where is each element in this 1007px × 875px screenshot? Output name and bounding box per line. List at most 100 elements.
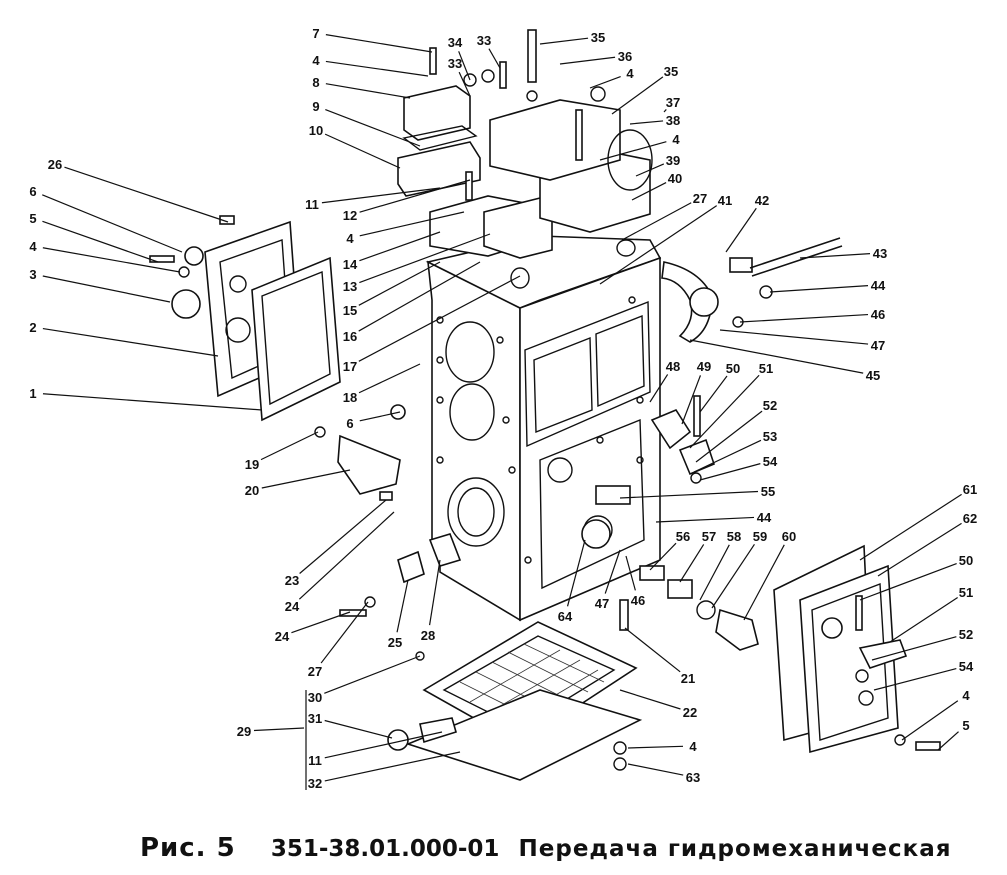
callout-label-c32: 32 bbox=[308, 776, 322, 791]
callout-label-c10: 10 bbox=[309, 123, 323, 138]
caption-figure-number: Рис. 5 bbox=[140, 833, 236, 863]
callout-label-c14: 14 bbox=[343, 257, 358, 272]
strainer-20 bbox=[337, 434, 401, 495]
callout-label-c4b: 4 bbox=[626, 66, 634, 81]
callout-label-c52b: 52 bbox=[959, 627, 973, 642]
callout-label-c63: 63 bbox=[686, 770, 700, 785]
cover-25 bbox=[397, 550, 425, 584]
leader-line-c5a bbox=[42, 220, 159, 263]
callout-label-c38: 38 bbox=[666, 113, 680, 128]
callout-label-c4f: 4 bbox=[962, 688, 970, 703]
nut-54-right bbox=[858, 690, 874, 706]
leader-line-c6b bbox=[359, 411, 401, 422]
callout-label-c17: 17 bbox=[343, 359, 357, 374]
rod-43-edge bbox=[751, 245, 843, 277]
sleeve-56 bbox=[639, 565, 665, 581]
callout-label-c58: 58 bbox=[727, 529, 741, 544]
callout-label-c57: 57 bbox=[702, 529, 716, 544]
leader-line-c14 bbox=[359, 231, 441, 262]
callout-label-c64: 64 bbox=[558, 609, 573, 624]
callout-label-c37: 37 bbox=[666, 95, 680, 110]
leader-line-c37 bbox=[663, 109, 667, 113]
valve-block-37 bbox=[489, 99, 621, 181]
housing-front-face bbox=[427, 260, 521, 622]
bolt-49 bbox=[693, 395, 701, 437]
housing-side-port bbox=[547, 457, 573, 483]
figure-caption: Рис. 5 351-38.01.000-01 Передача гидроме… bbox=[140, 833, 952, 869]
exploded-view-drawing: 7489103433333536435373843940266543211112… bbox=[29, 26, 977, 791]
gasket-1-inner bbox=[261, 270, 331, 406]
leader-line-c60 bbox=[743, 544, 785, 621]
callout-label-c51b: 51 bbox=[959, 585, 973, 600]
callout-label-c8: 8 bbox=[312, 75, 319, 90]
callout-label-c11a: 11 bbox=[305, 197, 319, 212]
leader-line-c45 bbox=[689, 339, 864, 374]
callout-label-c27a: 27 bbox=[693, 191, 707, 206]
callout-label-c19: 19 bbox=[245, 457, 259, 472]
spring-57 bbox=[667, 579, 693, 599]
callout-label-c50a: 50 bbox=[726, 361, 740, 376]
callout-label-c44a: 44 bbox=[871, 278, 886, 293]
callout-label-c4e: 4 bbox=[346, 231, 354, 246]
bolt-35-mid bbox=[575, 109, 583, 161]
leader-line-c39 bbox=[635, 163, 665, 177]
callout-label-c23: 23 bbox=[285, 573, 299, 588]
leader-line-c7 bbox=[325, 34, 433, 53]
shift-fork-45 bbox=[661, 261, 713, 343]
callout-label-c29: 29 bbox=[237, 724, 251, 739]
leader-line-c24b bbox=[291, 611, 351, 634]
cover-62-inner bbox=[811, 583, 889, 741]
callout-label-c39: 39 bbox=[666, 153, 680, 168]
callout-label-c41: 41 bbox=[718, 193, 732, 208]
washer-4-right bbox=[894, 734, 906, 746]
leader-line-c51b bbox=[889, 596, 958, 643]
leader-line-c4f bbox=[901, 700, 959, 741]
leader-line-c5b bbox=[937, 731, 959, 751]
stud-21 bbox=[619, 599, 629, 631]
callout-label-c52a: 52 bbox=[763, 398, 777, 413]
leader-line-c54a bbox=[699, 463, 761, 481]
leader-line-c48 bbox=[649, 374, 669, 403]
leader-line-c32 bbox=[324, 751, 461, 782]
callout-label-c54b: 54 bbox=[959, 659, 974, 674]
leader-line-c3 bbox=[42, 275, 171, 303]
housing-top-port bbox=[616, 239, 636, 257]
cover-62 bbox=[799, 564, 899, 754]
housing-bore-3-inner bbox=[457, 487, 495, 537]
flange-28 bbox=[428, 533, 462, 567]
leader-line-c42 bbox=[725, 207, 757, 253]
leader-line-c58 bbox=[699, 544, 730, 601]
callout-label-c51a: 51 bbox=[759, 361, 773, 376]
callout-label-c4c: 4 bbox=[672, 132, 680, 147]
callout-label-c62: 62 bbox=[963, 511, 977, 526]
callout-label-c6a: 6 bbox=[29, 184, 36, 199]
housing-upper-window-left bbox=[533, 336, 593, 434]
callout-label-c4d: 4 bbox=[29, 239, 37, 254]
leader-line-c43 bbox=[799, 253, 871, 259]
leader-line-c51a bbox=[689, 374, 760, 449]
callout-label-c35b: 35 bbox=[664, 64, 678, 79]
washer-52-right bbox=[855, 669, 869, 683]
callout-label-c33a: 33 bbox=[477, 33, 491, 48]
leader-line-c33a bbox=[488, 48, 501, 69]
callout-label-c3: 3 bbox=[29, 267, 36, 282]
bolt-35-top bbox=[527, 29, 537, 83]
washer-59 bbox=[696, 600, 716, 620]
washer-53 bbox=[690, 472, 702, 484]
leader-line-c47a bbox=[719, 329, 869, 345]
callout-label-c16: 16 bbox=[343, 329, 357, 344]
nut-63 bbox=[613, 757, 627, 771]
plug-30 bbox=[415, 651, 425, 661]
leader-line-c47b bbox=[604, 549, 621, 594]
callout-label-c5b: 5 bbox=[962, 718, 969, 733]
leader-line-c13 bbox=[359, 233, 491, 284]
caption-drawing-code: 351-38.01.000-01 bbox=[270, 836, 500, 862]
callout-label-c27b: 27 bbox=[308, 664, 322, 679]
leader-line-c61 bbox=[859, 493, 962, 561]
callout-label-c18: 18 bbox=[343, 390, 357, 405]
callout-label-c44b: 44 bbox=[757, 510, 772, 525]
callout-label-c55: 55 bbox=[761, 484, 775, 499]
housing-lower-window-frame bbox=[539, 418, 645, 590]
washer-27 bbox=[364, 596, 376, 608]
